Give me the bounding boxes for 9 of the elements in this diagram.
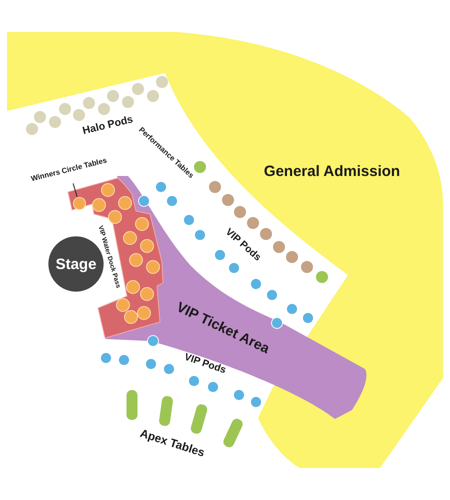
section-label: Halo Pods: [82, 114, 134, 138]
general-admission-area: [7, 32, 443, 468]
area-label: General Admission: [264, 164, 400, 180]
section-label: VIP Pods: [182, 352, 228, 376]
stage-circle: [48, 236, 104, 292]
winners-table: [72, 196, 86, 210]
section-label: Apex Tables: [138, 428, 206, 460]
leader-line: [72, 182, 78, 198]
stage-label: Stage: [56, 256, 96, 274]
